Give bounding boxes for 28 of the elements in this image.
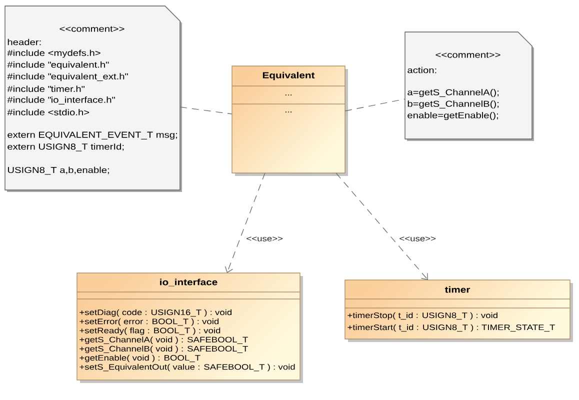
note-text: extern EQUIVALENT_EVENT_T msg; xyxy=(8,132,177,140)
dashed-line xyxy=(344,98,406,112)
class-name: timer xyxy=(444,286,470,293)
note-text: #include <mydefs.h> xyxy=(7,50,100,58)
comment-note xyxy=(404,32,534,141)
stereotype-label: <<comment>> xyxy=(60,26,124,32)
note-text: a=getS_ChannelA(); xyxy=(408,89,499,98)
note-text: #include "equivalent_ext.h" xyxy=(7,73,128,82)
note-text: #include "timer.h" xyxy=(7,86,84,92)
note-text: #include "io_interface.h" xyxy=(7,96,115,104)
note-text: extern USIGN8_T timerId; xyxy=(8,143,124,152)
note-text: header: xyxy=(8,38,41,46)
note-text: enable=getEnable(); xyxy=(408,112,498,120)
dashed-arrow xyxy=(224,172,266,273)
class-name: io_interface xyxy=(160,278,218,286)
note-text: USIGN8_T a,b,enable; xyxy=(8,166,109,175)
note-text: #include <stdio.h> xyxy=(7,109,90,116)
note-text: #include "equivalent.h" xyxy=(7,61,109,70)
class-box xyxy=(232,66,348,176)
dashed-arrow xyxy=(336,172,428,280)
comment-note xyxy=(4,6,182,192)
note-text: b=getS_ChannelB(); xyxy=(408,100,499,109)
class-name: Equivalent xyxy=(262,72,315,80)
class-box xyxy=(344,280,573,342)
note-text: action: xyxy=(408,66,436,74)
class-box xyxy=(76,272,303,383)
stereotype-label: <<comment>> xyxy=(436,52,500,58)
dashed-line xyxy=(180,106,232,114)
